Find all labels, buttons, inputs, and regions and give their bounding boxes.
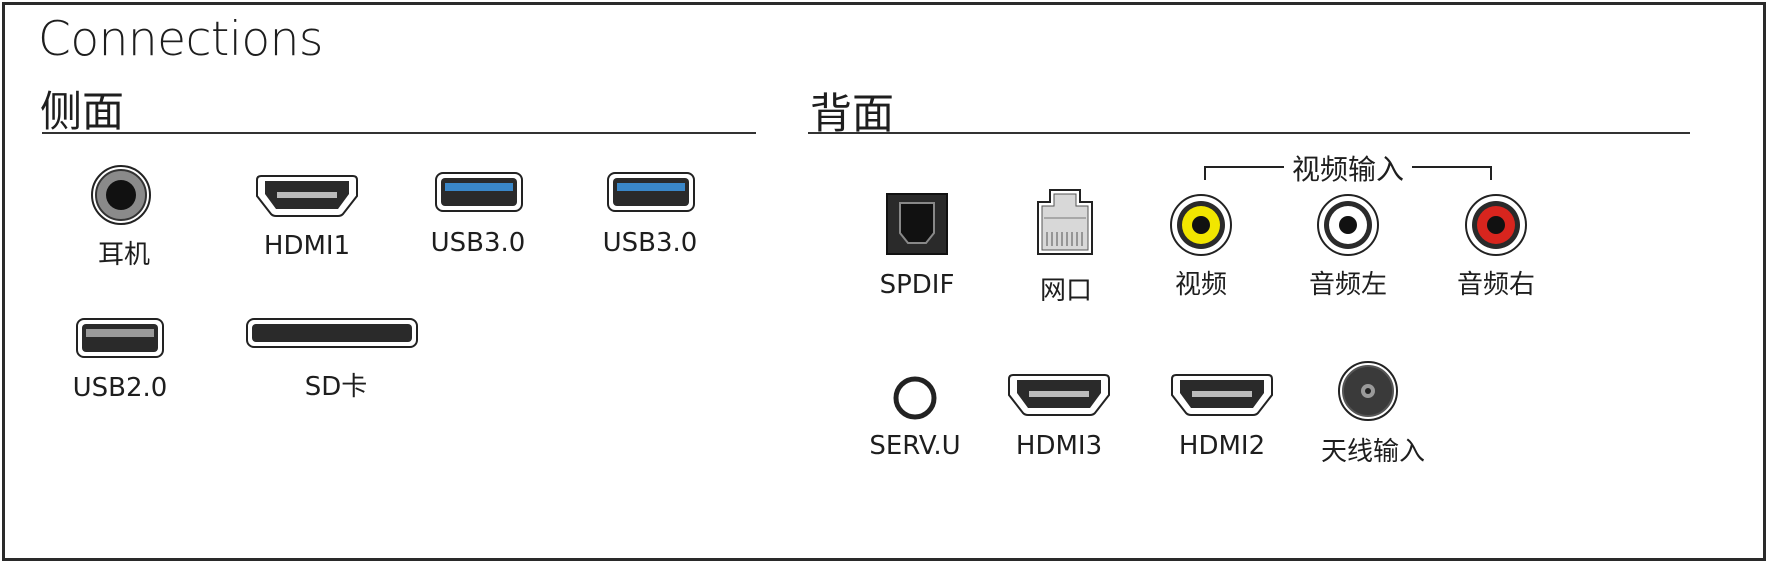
spdif-optical-port-icon [886,193,948,255]
hdmi1-label: HDMI1 [263,231,351,261]
lan-label: 网口 [1039,276,1093,306]
hdmi2-label: HDMI2 [1178,431,1266,461]
sd-card-slot-icon [246,318,418,348]
audio-right-label: 音频右 [1456,270,1536,300]
usb2-label: USB2.0 [72,373,168,403]
usb2-port-icon [76,318,164,358]
ethernet-port-icon [1034,188,1096,256]
side-heading: 侧面 [40,87,125,136]
usb3-port-icon [435,172,523,212]
hdmi1-port-icon [255,174,359,218]
headphone-jack-icon [90,164,152,226]
usb3-label-1: USB3.0 [430,228,526,258]
sd-card-label: SD卡 [304,372,368,402]
headphone-label: 耳机 [97,240,151,270]
hdmi3-label: HDMI3 [1015,431,1103,461]
service-port-icon [893,376,937,420]
usb3-label-2: USB3.0 [602,228,698,258]
video-label: 视频 [1174,270,1228,300]
back-divider [808,132,1690,134]
audio-left-label: 音频左 [1308,270,1388,300]
audio-left-rca-jack-icon [1316,193,1380,257]
usb3-port-icon [607,172,695,212]
page-title: Connections [38,12,323,67]
antenna-coax-port-icon [1337,360,1399,422]
side-divider [42,132,756,134]
video-input-group-label: 视频输入 [1283,148,1413,188]
spdif-label: SPDIF [879,270,955,300]
hdmi2-port-icon [1170,373,1274,417]
antenna-label: 天线输入 [1320,437,1426,467]
servu-label: SERV.U [869,431,961,461]
back-heading: 背面 [810,89,895,138]
audio-right-rca-jack-icon [1464,193,1528,257]
video-rca-jack-icon [1169,193,1233,257]
hdmi3-port-icon [1007,373,1111,417]
